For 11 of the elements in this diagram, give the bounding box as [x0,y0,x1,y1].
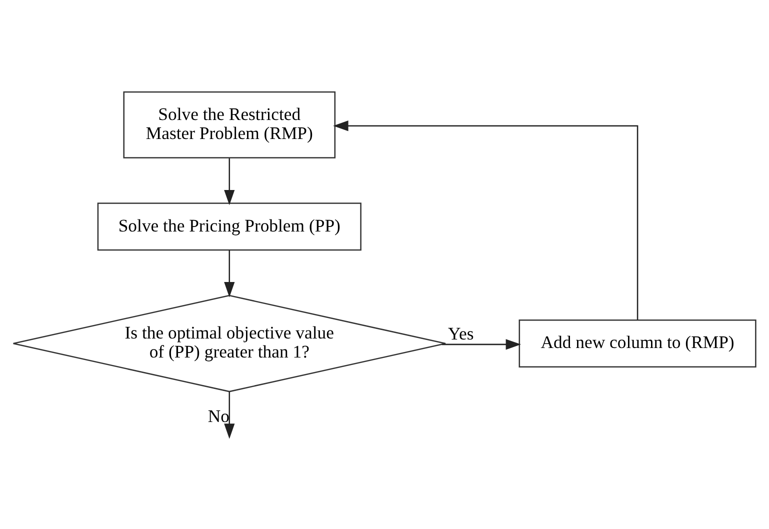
arrow [224,158,235,205]
arrow [442,338,521,350]
node-diamond: Is the optimal objective value of (PP) greater than 1? [12,294,446,392]
node-box: Solve the Pricing Problem (PP) [97,202,362,250]
arrow [224,250,235,297]
node-box: Solve the Restricted Master Problem (RMP) [123,90,336,158]
edge-label: No [208,406,230,426]
arrow [224,391,235,438]
edge-label: Yes [448,323,474,344]
node-box: Add new column to (RMP) [518,319,756,368]
arrow [333,120,638,320]
